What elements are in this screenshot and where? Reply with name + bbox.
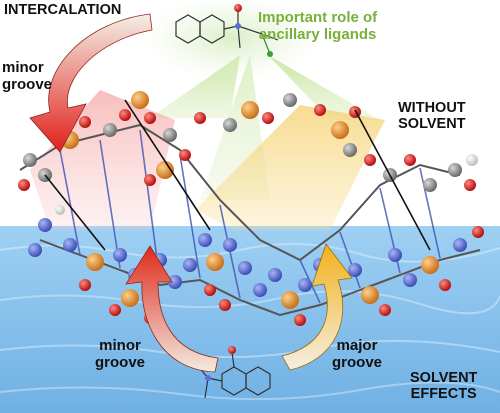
ancillary-ligands-line-1: Important role of — [258, 9, 378, 26]
top-metal-complex — [175, 4, 279, 57]
major-groove-line-2: groove — [332, 353, 383, 371]
ligand-glow — [142, 0, 322, 80]
minor-groove-bottom-line-1: minor — [99, 337, 141, 354]
minor-groove-arrow — [125, 245, 219, 373]
ancillary-ligands-label: Important role of ancillary ligands — [258, 9, 378, 44]
solvent-effects-line-2: EFFECTS — [410, 386, 477, 403]
ancillary-ligands-line-2: ancillary ligands — [258, 25, 377, 43]
minor-groove-top-line-1: minor — [2, 59, 44, 76]
minor-groove-bottom-label: minor groove — [95, 337, 146, 372]
intercalation-label: INTERCALATION — [4, 2, 122, 18]
ligand-beams — [30, 55, 385, 230]
without-solvent-line-1: WITHOUT — [398, 100, 466, 116]
major-groove-line-1: major — [336, 337, 378, 354]
major-groove-label: major groove — [332, 337, 383, 372]
solvent-effects-line-1: SOLVENT — [410, 370, 478, 386]
bottom-metal-complex — [197, 346, 271, 399]
solvent-effects-label: SOLVENT EFFECTS — [410, 370, 477, 402]
minor-groove-bottom-line-2: groove — [95, 353, 146, 371]
major-groove-arrow — [281, 243, 353, 371]
intercalation-arrow — [29, 13, 153, 153]
minor-groove-top-label: minor groove — [2, 59, 53, 94]
without-solvent-label: WITHOUT SOLVENT — [398, 100, 466, 132]
minor-groove-top-line-2: groove — [2, 75, 53, 93]
without-solvent-line-2: SOLVENT — [398, 116, 466, 133]
